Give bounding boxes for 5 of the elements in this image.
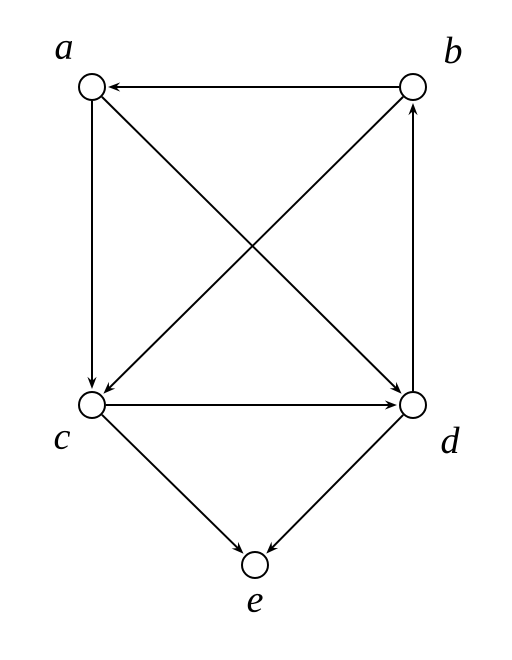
node-label: c bbox=[54, 430, 70, 450]
node-label: b bbox=[444, 36, 462, 64]
node-label: a bbox=[56, 40, 72, 60]
node-label: d bbox=[442, 426, 460, 454]
node-label: e bbox=[248, 594, 263, 612]
